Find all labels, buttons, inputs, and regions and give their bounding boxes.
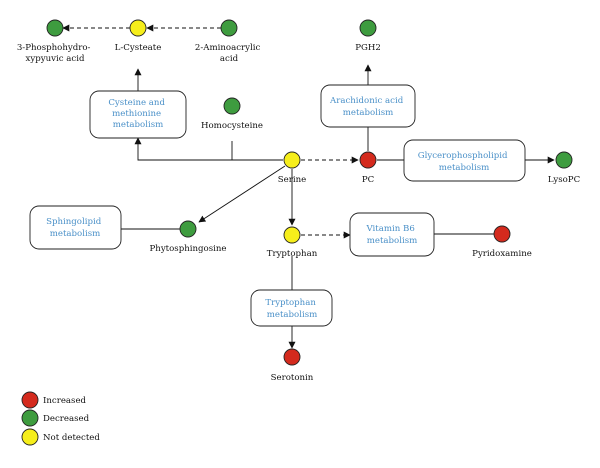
legend-item-increased: Increased <box>21 391 87 409</box>
metabolite-nodes: 3-Phosphohydro- xypyuvic acid L-Cysteate… <box>17 19 581 383</box>
pathway-boxes: Cysteine and methionine metabolism Arach… <box>29 84 526 327</box>
svg-text:L-Cysteate: L-Cysteate <box>115 43 162 53</box>
legend-item-not-detected: Not detected <box>21 428 100 446</box>
status-dot <box>359 19 377 37</box>
metabolite-label-line: Phytosphingosine <box>150 244 227 254</box>
svg-text:Vitamin B6 metabolism: Vitamin B6 metabolism <box>365 224 417 246</box>
pathway-label-line: Cysteine and <box>108 98 165 108</box>
status-dot <box>283 151 301 169</box>
pathway-label-line: methionine <box>112 109 161 119</box>
metabolite-serine: Serine <box>278 151 306 185</box>
status-dot <box>223 97 241 115</box>
svg-text:PC: PC <box>362 175 375 185</box>
metabolite-pyridoxamine: Pyridoxamine <box>472 225 532 259</box>
svg-text:3-Phosphohydro- xypyuv: 3-Phosphohydro- xypyuvic acid <box>17 43 93 64</box>
metabolite-label-line: acid <box>220 54 239 64</box>
svg-text:Pyridoxamine: Pyridoxamine <box>472 249 532 259</box>
svg-text:Arachidonic acid metab: Arachidonic acid metabolism <box>329 96 406 118</box>
metabolite-label-line: 2-Aminoacrylic <box>195 43 261 53</box>
metabolite-label-line: Tryptophan <box>267 249 318 259</box>
pathway-label-line: Sphingolipid <box>46 217 102 227</box>
status-dot <box>220 19 238 37</box>
edge-serine-to-cysteine-box <box>134 137 283 161</box>
legend-item-decreased: Decreased <box>21 409 90 427</box>
svg-text:Cysteine and methionin: Cysteine and methionine metabolism <box>108 98 167 130</box>
metabolite-pc: PC <box>359 151 377 185</box>
pathway-label-line: metabolism <box>50 229 101 239</box>
svg-text:PGH2: PGH2 <box>355 43 381 53</box>
svg-text:Glycerophospholipid me: Glycerophospholipid metabolism <box>418 151 510 173</box>
svg-text:Serotonin: Serotonin <box>271 373 314 383</box>
svg-text:Tryptophan: Tryptophan <box>267 249 318 259</box>
legend-label: Decreased <box>43 414 90 424</box>
metabolite-label-line: PGH2 <box>355 43 381 53</box>
pathway-label-line: metabolism <box>113 120 164 130</box>
metabolite-pgh2: PGH2 <box>355 19 381 53</box>
svg-text:Sphingolipid metabolis: Sphingolipid metabolism <box>46 217 104 239</box>
metabolite-tryptophan: Tryptophan <box>267 226 318 259</box>
legend: Increased Decreased Not detected <box>21 391 100 446</box>
legend-swatch <box>21 428 39 446</box>
pathway-box-vitamin-b6: Vitamin B6 metabolism <box>349 212 435 257</box>
status-dot <box>179 220 197 238</box>
pathway-label-line: metabolism <box>439 163 490 173</box>
edges <box>62 24 555 349</box>
svg-text:Serine: Serine <box>278 175 306 185</box>
pathway-box-sphingolipid: Sphingolipid metabolism <box>29 205 122 250</box>
svg-text:Phytosphingosine: Phytosphingosine <box>150 244 227 254</box>
status-dot <box>493 225 511 243</box>
svg-text:LysoPC: LysoPC <box>548 175 581 185</box>
pathway-box-glycerophospholipid: Glycerophospholipid metabolism <box>403 139 526 182</box>
legend-label: Increased <box>43 396 87 406</box>
pathway-label-line: Vitamin B6 <box>365 224 414 234</box>
metabolite-l-cysteate: L-Cysteate <box>115 19 162 53</box>
pathway-label-line: metabolism <box>267 310 318 320</box>
pathway-label-line: Glycerophospholipid <box>418 151 508 161</box>
metabolite-serotonin: Serotonin <box>271 348 314 383</box>
metabolite-label-line: Serine <box>278 175 306 185</box>
metabolite-homocysteine: Homocysteine <box>201 97 263 131</box>
pathway-label-line: Tryptophan <box>265 298 316 308</box>
pathway-box-arachidonic-acid: Arachidonic acid metabolism <box>320 84 416 128</box>
pathway-box-tryptophan: Tryptophan metabolism <box>250 289 333 327</box>
metabolite-3-phosphohydroxypyruvic-acid: 3-Phosphohydro- xypyuvic acid <box>17 19 93 64</box>
metabolite-label-line: Homocysteine <box>201 121 263 131</box>
metabolite-label-line: Pyridoxamine <box>472 249 532 259</box>
pathway-box-cysteine-methionine: Cysteine and methionine metabolism <box>89 90 187 139</box>
metabolite-lysopc: LysoPC <box>548 151 581 185</box>
pathway-label-line: metabolism <box>343 108 394 118</box>
legend-swatch <box>21 391 39 409</box>
metabolite-label-line: L-Cysteate <box>115 43 162 53</box>
metabolite-label-line: 3-Phosphohydro- <box>17 43 91 53</box>
status-dot <box>283 348 301 366</box>
status-dot <box>555 151 573 169</box>
metabolite-label-line: xypyuvic acid <box>26 54 85 64</box>
status-dot <box>359 151 377 169</box>
metabolite-label-line: LysoPC <box>548 175 581 185</box>
edge-serine-to-phytosphingosine <box>198 165 286 223</box>
metabolite-label-line: Serotonin <box>271 373 314 383</box>
svg-text:2-Aminoacrylic acid: 2-Aminoacrylic acid <box>195 43 263 64</box>
metabolite-phytosphingosine: Phytosphingosine <box>150 220 227 254</box>
legend-swatch <box>21 409 39 427</box>
status-dot <box>129 19 147 37</box>
pathway-label-line: metabolism <box>367 236 418 246</box>
legend-label: Not detected <box>43 433 100 443</box>
metabolite-label-line: PC <box>362 175 375 185</box>
svg-text:Tryptophan metabolism: Tryptophan metabolism <box>265 298 318 320</box>
status-dot <box>46 19 64 37</box>
metabolite-2-aminoacrylic-acid: 2-Aminoacrylic acid <box>195 19 263 64</box>
svg-text:Homocysteine: Homocysteine <box>201 121 263 131</box>
status-dot <box>283 226 301 244</box>
pathway-label-line: Arachidonic acid <box>329 96 404 106</box>
